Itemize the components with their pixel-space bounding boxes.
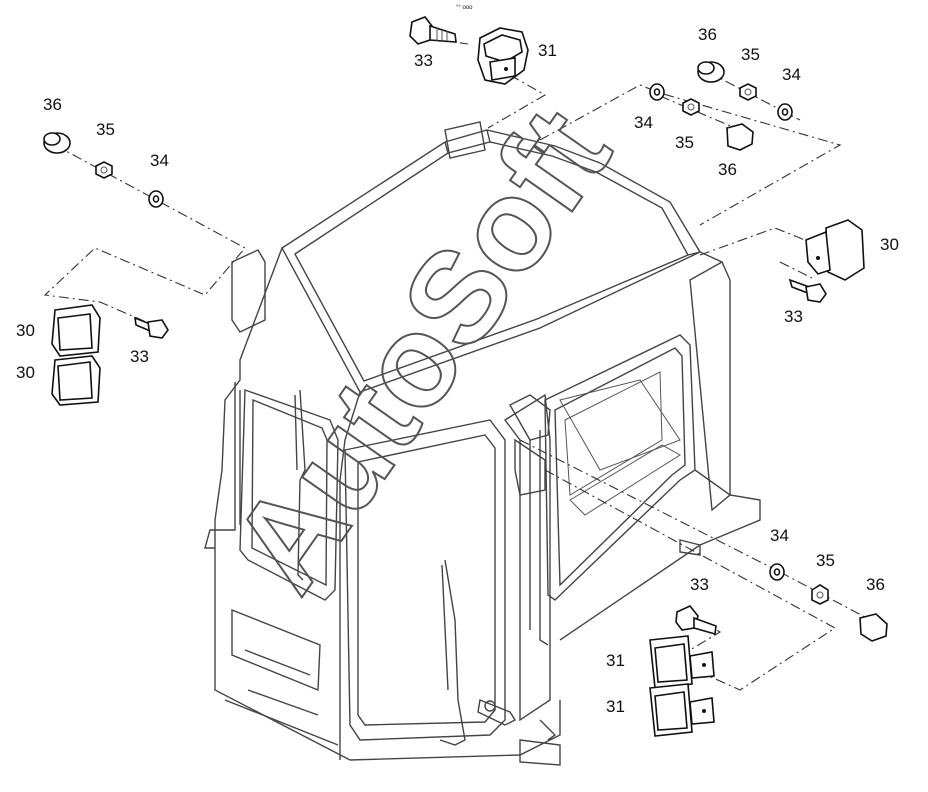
bolt-33-bottom-icon bbox=[675, 605, 717, 636]
work-light-30-left-lower-icon bbox=[51, 355, 101, 406]
hex-nut-35-left-icon bbox=[95, 161, 113, 179]
callout-31-top: 31 bbox=[538, 41, 557, 60]
watermark-text: AutoSoft bbox=[203, 83, 637, 616]
callout-31-bottom-lower: 31 bbox=[606, 697, 625, 716]
washer-34-left-icon bbox=[148, 190, 164, 208]
washer-34-mid-icon bbox=[649, 83, 665, 101]
cap-nut-36-mid-icon bbox=[726, 123, 754, 151]
callout-31-bottom-upper: 31 bbox=[606, 651, 625, 670]
callout-33-right: 33 bbox=[784, 307, 803, 326]
callout-35-left: 35 bbox=[96, 120, 115, 139]
callout-34-left: 34 bbox=[150, 151, 169, 170]
bolt-33-top-icon bbox=[409, 16, 457, 45]
work-light-31-bottom-lower-icon bbox=[649, 683, 715, 737]
callout-30-left-upper: 30 bbox=[16, 321, 35, 340]
callout-30-left-lower: 30 bbox=[16, 363, 35, 382]
cap-nut-36-left-icon bbox=[43, 132, 71, 154]
washer-34-bottom-icon bbox=[769, 563, 785, 581]
work-light-31-bottom-upper-icon bbox=[649, 635, 715, 689]
work-light-31-top-icon bbox=[477, 27, 529, 85]
cap-nut-36-bottom-icon bbox=[859, 613, 888, 642]
bolt-33-right-icon bbox=[788, 278, 827, 303]
hex-nut-35-mid-icon bbox=[682, 98, 700, 116]
bolt-33-left-icon bbox=[134, 316, 169, 339]
callout-34-top-right: 34 bbox=[782, 65, 801, 84]
callout-33-top: 33 bbox=[414, 51, 433, 70]
callout-36-top-right: 36 bbox=[698, 25, 717, 44]
callout-34-bottom: 34 bbox=[770, 526, 789, 545]
work-light-30-right-icon bbox=[805, 219, 865, 281]
callout-35-top-right: 35 bbox=[741, 45, 760, 64]
hex-nut-35-top-icon bbox=[739, 83, 757, 101]
corner-mark: °° ooo bbox=[456, 5, 473, 11]
callout-33-left: 33 bbox=[130, 347, 149, 366]
callout-34-mid-right: 34 bbox=[634, 113, 653, 132]
cap-nut-36-top-icon bbox=[697, 61, 725, 83]
callout-30-right: 30 bbox=[880, 235, 899, 254]
work-light-30-left-upper-icon bbox=[51, 304, 101, 357]
callout-36-left: 36 bbox=[43, 95, 62, 114]
hex-nut-35-bottom-icon bbox=[811, 584, 829, 605]
washer-34-top-icon bbox=[777, 103, 793, 121]
callout-33-bottom: 33 bbox=[690, 575, 709, 594]
cab-body-drawing bbox=[204, 121, 761, 766]
callout-35-mid-right: 35 bbox=[675, 133, 694, 152]
callout-36-mid-right: 36 bbox=[718, 160, 737, 179]
callout-36-bottom: 36 bbox=[866, 575, 885, 594]
callout-labels: 33 31 36 35 34 34 35 36 36 35 34 30 33 3… bbox=[16, 25, 899, 716]
callout-35-bottom: 35 bbox=[816, 551, 835, 570]
